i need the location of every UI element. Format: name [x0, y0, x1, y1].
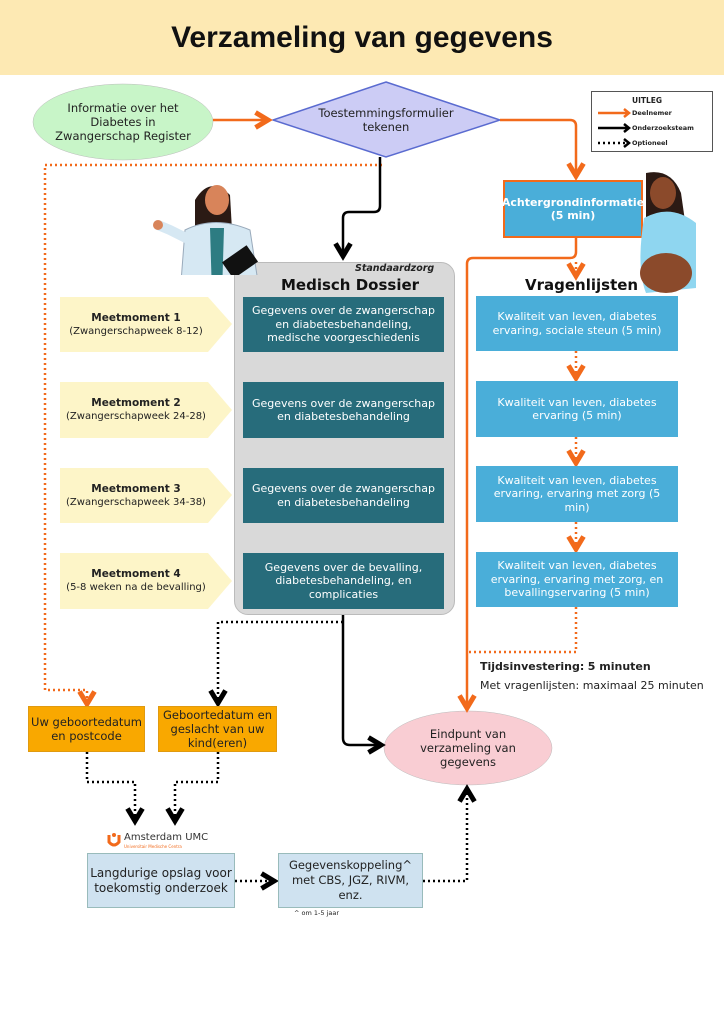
- logo-name: Amsterdam UMC: [124, 832, 209, 843]
- child-data-box: Geboortedatum en geslacht van uw kind(er…: [158, 706, 277, 752]
- legend-research-team: Onderzoeksteam: [632, 124, 694, 132]
- time-with-questionnaires: Met vragenlijsten: maximaal 25 minuten: [480, 679, 704, 692]
- questionnaires-title: Vragenlijsten: [525, 276, 639, 294]
- amsterdam-umc-logo: Amsterdam UMC Universitair Medische Cent…: [107, 832, 217, 852]
- arrow-birthdata-storage: [85, 752, 145, 826]
- arrow-consent-background: [500, 118, 586, 181]
- legend-participant: Deelnemer: [632, 109, 672, 117]
- arrow-childdata-storage: [165, 752, 220, 826]
- moment-1: Meetmoment 1(Zwangerschapweek 8-12): [60, 297, 212, 352]
- arrow-consent-dossier: [333, 157, 382, 261]
- footnote: ^ om 1-5 jaar: [294, 909, 340, 917]
- time-value: 5 minuten: [587, 660, 651, 673]
- moment-when: (Zwangerschapweek 8-12): [69, 325, 203, 337]
- moment-name: Meetmoment 2: [91, 397, 181, 409]
- questionnaire-box-3: Kwaliteit van leven, diabetes ervaring, …: [476, 466, 678, 522]
- moment-name: Meetmoment 3: [91, 482, 181, 495]
- legend-line-icons: [598, 108, 632, 148]
- moment-4: Meetmoment 4 (5-8 weken na de bevalling): [60, 553, 212, 609]
- page-title: Verzameling van gegevens: [171, 20, 553, 54]
- arrow-linkage-endpoint: [423, 784, 477, 883]
- dossier-box-4: Gegevens over de bevalling, diabetesbeha…: [243, 553, 444, 609]
- standard-care-tag: Standaardzorg: [355, 263, 435, 274]
- background-info-box: Achtergrondinformatie (5 min): [501, 180, 645, 238]
- legend-title: UITLEG: [632, 96, 663, 105]
- moment-2: Meetmoment 2 (Zwangerschapweek 24-28): [60, 382, 212, 438]
- consent-text: Toestemmingsformulier tekenen: [318, 106, 454, 134]
- medical-dossier-title: Medisch Dossier: [281, 276, 420, 294]
- dossier-box-2: Gegevens over de zwangerschap en diabete…: [243, 382, 444, 438]
- header-band: Verzameling van gegevens: [0, 0, 724, 75]
- moment-when: (5-8 weken na de bevalling): [66, 582, 206, 593]
- arrow-q4-endpoint: [467, 607, 578, 654]
- consent-diamond: [270, 81, 503, 158]
- moment-3: Meetmoment 3(Zwangerschapweek 34-38): [60, 468, 212, 523]
- legend-optional: Optioneel: [632, 139, 668, 147]
- questionnaire-box-2: Kwaliteit van leven, diabetes ervaring (…: [476, 381, 678, 437]
- moment-shapes: [60, 297, 232, 609]
- background-info-time: (5 min): [550, 209, 596, 222]
- moment-when: (Zwangerschapweek 24-28): [66, 411, 206, 422]
- linkage-box: Gegevenskoppeling^ met CBS, JGZ, RIVM, e…: [278, 853, 423, 908]
- questionnaire-box-1: Kwaliteit van leven, diabetes ervaring, …: [476, 296, 678, 351]
- questionnaire-box-4: Kwaliteit van leven, diabetes ervaring, …: [476, 552, 678, 607]
- storage-box: Langdurige opslag voor toekomstig onderz…: [87, 853, 235, 908]
- umc-logo-icon: [107, 833, 121, 847]
- doctor-illustration: [153, 185, 259, 275]
- time-label: Tijdsinvestering:: [480, 660, 585, 673]
- moment-name: Meetmoment 4: [91, 568, 181, 580]
- start-ellipse: [32, 83, 214, 161]
- start-text: Informatie over het Diabetes in Zwangers…: [55, 101, 191, 143]
- moment-when: (Zwangerschapweek 34-38): [66, 496, 206, 508]
- arrow-consent-birthdata: [43, 163, 382, 709]
- moment-name: Meetmoment 1: [91, 311, 181, 324]
- logo-sub: Universitair Medische Centra: [124, 844, 182, 849]
- dossier-box-1: Gegevens over de zwangerschap en diabete…: [243, 297, 444, 352]
- endpoint-text: Eindpunt van verzameling van gegevens: [420, 727, 516, 769]
- background-info-label: Achtergrondinformatie: [501, 195, 645, 209]
- arrow-dossier-childdata: [208, 620, 343, 708]
- birthdate-postcode-box: Uw geboortedatum en postcode: [28, 706, 145, 752]
- legend: UITLEG Deelnemer Onderzoeksteam Optionee…: [591, 91, 713, 152]
- arrow-dossier-endpoint: [341, 609, 386, 755]
- pregnant-woman-illustration: [640, 172, 696, 293]
- time-investment: Tijdsinvestering: 5 minuten: [480, 660, 651, 673]
- dossier-box-3: Gegevens over de zwangerschap en diabete…: [243, 468, 444, 523]
- arrow-background-endpoint: [457, 238, 578, 713]
